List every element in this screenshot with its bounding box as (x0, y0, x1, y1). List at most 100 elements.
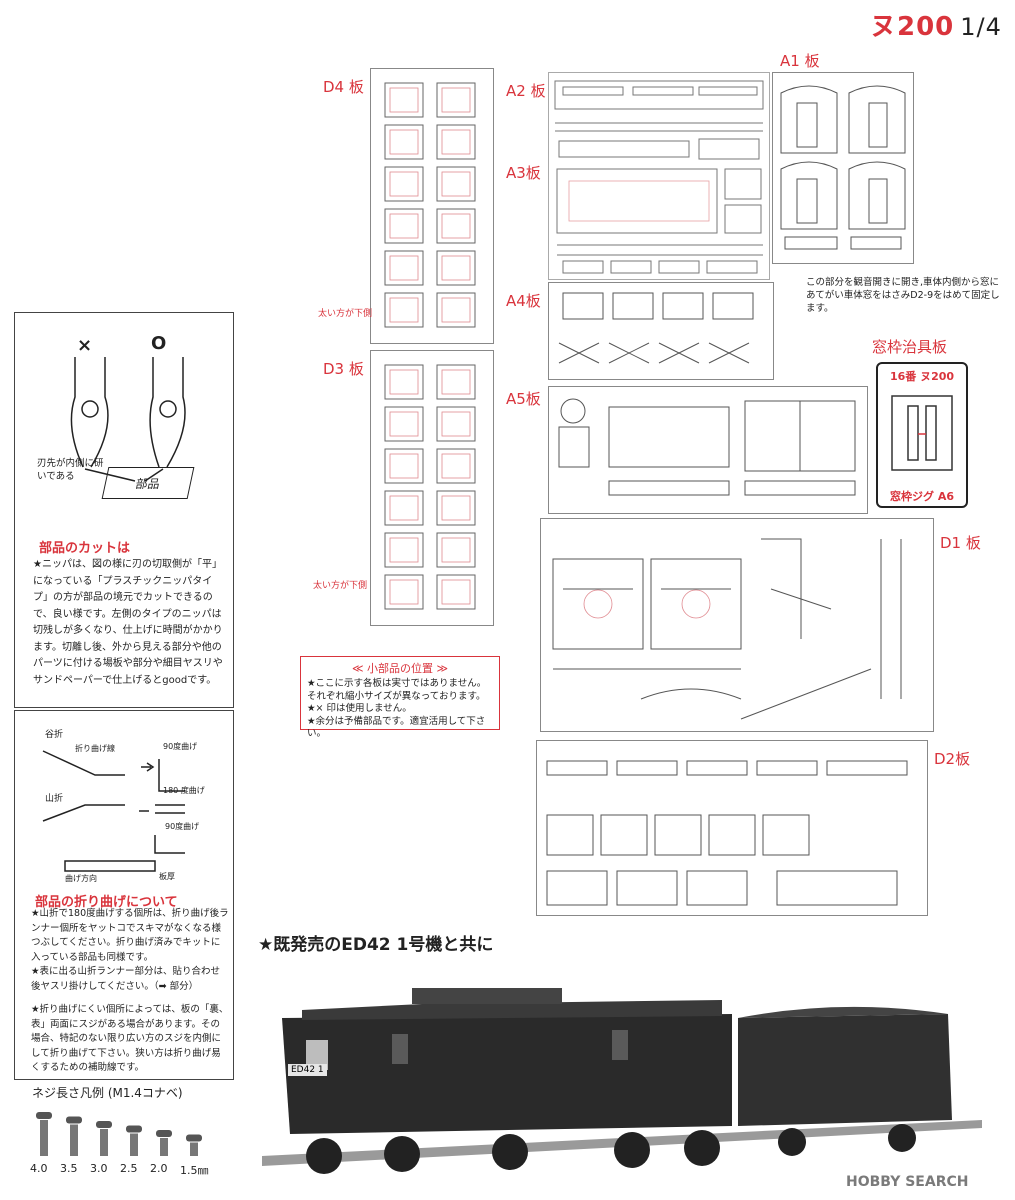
loco-number-plate: ED42 1 (288, 1064, 327, 1076)
deg90-label: 90度曲げ (163, 742, 198, 751)
window-frame-inner (389, 87, 419, 113)
window-frame-inner (389, 213, 419, 239)
window-frame-inner (441, 411, 471, 437)
locomotive-photo (262, 988, 982, 1174)
cut-body: ★ニッパは、図の様に刃の切取側が「平」になっている「プラスチックニッパタイプ」の… (33, 559, 223, 686)
window-frame-inner (389, 537, 419, 563)
window-frame-part (436, 490, 476, 526)
sheet-d3-drawing (384, 364, 476, 610)
screw-head (126, 1125, 142, 1133)
right-mark: O (151, 333, 167, 354)
window-frame-inner (441, 255, 471, 281)
sheet-a2-a3 (548, 72, 770, 280)
screw-shaft (40, 1120, 48, 1156)
window-frame-part (384, 166, 424, 202)
small-parts-line: ★余分は予備部品です。適宜活用して下さい。 (307, 715, 486, 740)
window-frame-inner (389, 255, 419, 281)
window-frame-inner (389, 495, 419, 521)
label-a3: A3板 (506, 164, 541, 182)
bend-body-3: ★折り曲げにくい個所によっては、板の「裏、表」両面にスジがある場合があります。そ… (31, 1004, 229, 1073)
title-text: ヌ200 (870, 12, 955, 42)
screw-shaft (190, 1142, 198, 1156)
window-frame-inner (441, 453, 471, 479)
window-frame-part (384, 364, 424, 400)
window-frame-part (384, 292, 424, 328)
window-frame-inner (441, 537, 471, 563)
window-frame-inner (441, 297, 471, 323)
nipper-diagram (70, 357, 186, 482)
sheet-d1 (540, 518, 934, 732)
window-frame-inner (389, 297, 419, 323)
part-block: 部品 (101, 467, 195, 499)
window-frame-part (436, 364, 476, 400)
valley-label: 谷折 (45, 730, 64, 740)
ed42-locomotive (282, 988, 732, 1174)
label-d3: D3 板 (323, 360, 364, 378)
label-d2: D2板 (934, 750, 971, 768)
sheet-d3 (370, 350, 494, 626)
window-frame-part (384, 406, 424, 442)
window-frame-part (436, 532, 476, 568)
screw-length: 2.5 (120, 1162, 138, 1175)
label-a1: A1 板 (780, 52, 820, 70)
window-frame-part (384, 124, 424, 160)
sheet-d1-drawing (552, 538, 902, 720)
window-frame-part (436, 406, 476, 442)
small-parts-line: ★× 印は使用しません。 (307, 703, 412, 714)
sheet-d2 (536, 740, 928, 916)
bend-body-1: ★山折で180度曲げする個所は、折り曲げ後ランナー個所をヤットコでスキマがなくな… (31, 908, 229, 963)
window-frame-inner (389, 369, 419, 395)
blade-note: 刃先が内側に研いである (37, 458, 104, 482)
label-a5: A5板 (506, 390, 541, 408)
cut-instructions-panel: × O 刃先が内側に研いである 部品 部品のカットは ★ニッパは、図の様に刃の切… (14, 312, 234, 708)
window-frame-part (384, 208, 424, 244)
window-frame-inner (389, 129, 419, 155)
sheet-d2-drawing (546, 760, 908, 906)
part-label: 部品 (134, 476, 162, 491)
window-frame-part (436, 574, 476, 610)
window-frame-part (436, 82, 476, 118)
sheet-a5-drawing (558, 398, 856, 496)
screw-shaft (160, 1138, 168, 1156)
jig-bottom-text: 窓枠ジグ A6 (890, 490, 954, 503)
wrong-mark: × (77, 335, 93, 356)
screw-head (186, 1134, 202, 1142)
window-frame-part (384, 250, 424, 286)
deg90b-label: 90度曲げ (165, 822, 200, 831)
sheet-a1 (772, 72, 914, 264)
sheet-a2-a3-drawing (554, 80, 764, 274)
window-frame-inner (441, 495, 471, 521)
sheet-a1-drawing (780, 85, 906, 250)
plate-thickness-label: 板厚 (159, 872, 175, 881)
jig-drawing (891, 395, 953, 471)
screw-shaft (130, 1133, 138, 1156)
window-frame-inner (389, 171, 419, 197)
window-frame-inner (389, 411, 419, 437)
window-frame-inner (441, 369, 471, 395)
screw-shaft (70, 1124, 78, 1156)
small-parts-line: それぞれ縮小サイズが異なっております。 (307, 690, 486, 702)
sheet-a5 (548, 386, 868, 514)
bend-instructions-panel: 谷折 折り曲げ線 90度曲げ 山折 180 度曲げ 90度曲げ 曲げ方向 板厚 … (14, 710, 234, 1080)
label-a2: A2 板 (506, 82, 546, 100)
window-frame-part (436, 124, 476, 160)
screw-shaft (100, 1129, 108, 1156)
screw-length: 1.5㎜ (180, 1164, 209, 1177)
photo-caption: ★既発売のED42 1号機と共に (258, 935, 494, 955)
window-jig-plate: 16番 ヌ200 窓枠ジグ A6 (876, 362, 968, 508)
screw-head (66, 1116, 82, 1124)
jig-top-text: 16番 ヌ200 (889, 370, 955, 383)
d3-thick-note: 太い方が下側 (313, 581, 368, 591)
jig-plate-label: 窓枠治具板 (872, 338, 948, 356)
bend-heading: 部品の折り曲げについて (35, 895, 178, 910)
screw-head (96, 1121, 112, 1128)
bend-direction-label: 曲げ方向 (65, 874, 97, 883)
window-frame-part (436, 250, 476, 286)
screw-length: 3.5 (60, 1162, 78, 1175)
bend-diagram (42, 750, 185, 872)
screw-legend-drawing (36, 1112, 202, 1156)
bend-line-label: 折り曲げ線 (75, 744, 115, 753)
window-frame-inner (389, 453, 419, 479)
window-frame-part (436, 448, 476, 484)
cut-heading: 部品のカットは (39, 541, 131, 556)
